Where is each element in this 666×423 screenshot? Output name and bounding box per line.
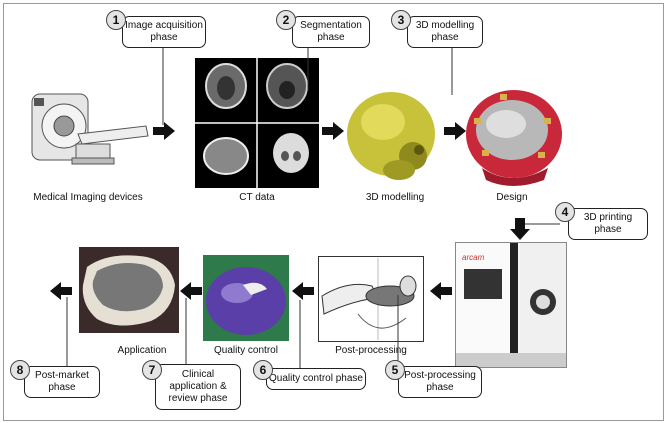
step-3-label: 3D modelling phase: [407, 16, 483, 48]
step-5-badge: 5: [385, 360, 405, 380]
post-processing-image: [318, 256, 424, 342]
arrow-left-5: [430, 282, 452, 300]
arrow-right-3: [444, 122, 466, 140]
step-2-label: Segmentation phase: [292, 16, 370, 48]
arrow-left-6: [292, 282, 314, 300]
arrow-right-2: [322, 122, 344, 140]
red-implant-design: [466, 90, 562, 186]
arrow-left-8: [50, 282, 72, 300]
step-4-label: 3D printing phase: [568, 208, 648, 240]
caption-post-processing: Post-processing: [335, 345, 407, 356]
step-5-label: Post-processing phase: [398, 366, 482, 398]
yellow-skull-model: [347, 92, 435, 180]
ct-scanner-image: [31, 93, 149, 165]
application-image: [79, 247, 179, 333]
caption-design: Design: [496, 192, 528, 203]
step-1-badge: 1: [106, 10, 126, 30]
step-6-badge: 6: [253, 360, 273, 380]
caption-imaging: Medical Imaging devices: [33, 192, 143, 203]
printer-brand: arcam: [462, 253, 485, 262]
step-3-badge: 3: [391, 10, 411, 30]
caption-modelling: 3D modelling: [365, 192, 425, 203]
step-1-label: Image acquisition phase: [122, 16, 206, 48]
caption-ct: CT data: [239, 192, 275, 203]
arrow-down-4: [510, 218, 530, 240]
ct-data-image: [195, 58, 319, 188]
step-7-label: Clinical application & review phase: [155, 364, 241, 410]
step-4-badge: 4: [555, 202, 575, 222]
quality-control-image: [203, 255, 289, 341]
arrow-right-1: [153, 122, 175, 140]
step-7-badge: 7: [142, 360, 162, 380]
step-2-badge: 2: [276, 10, 296, 30]
arrow-left-7: [180, 282, 202, 300]
step-8-badge: 8: [10, 360, 30, 380]
arcam-printer-image: arcam: [455, 242, 567, 368]
caption-quality-control: Quality control: [214, 345, 278, 356]
step-6-label: Quality control phase: [266, 368, 366, 390]
caption-application: Application: [117, 345, 167, 356]
step-8-label: Post-market phase: [24, 366, 100, 398]
